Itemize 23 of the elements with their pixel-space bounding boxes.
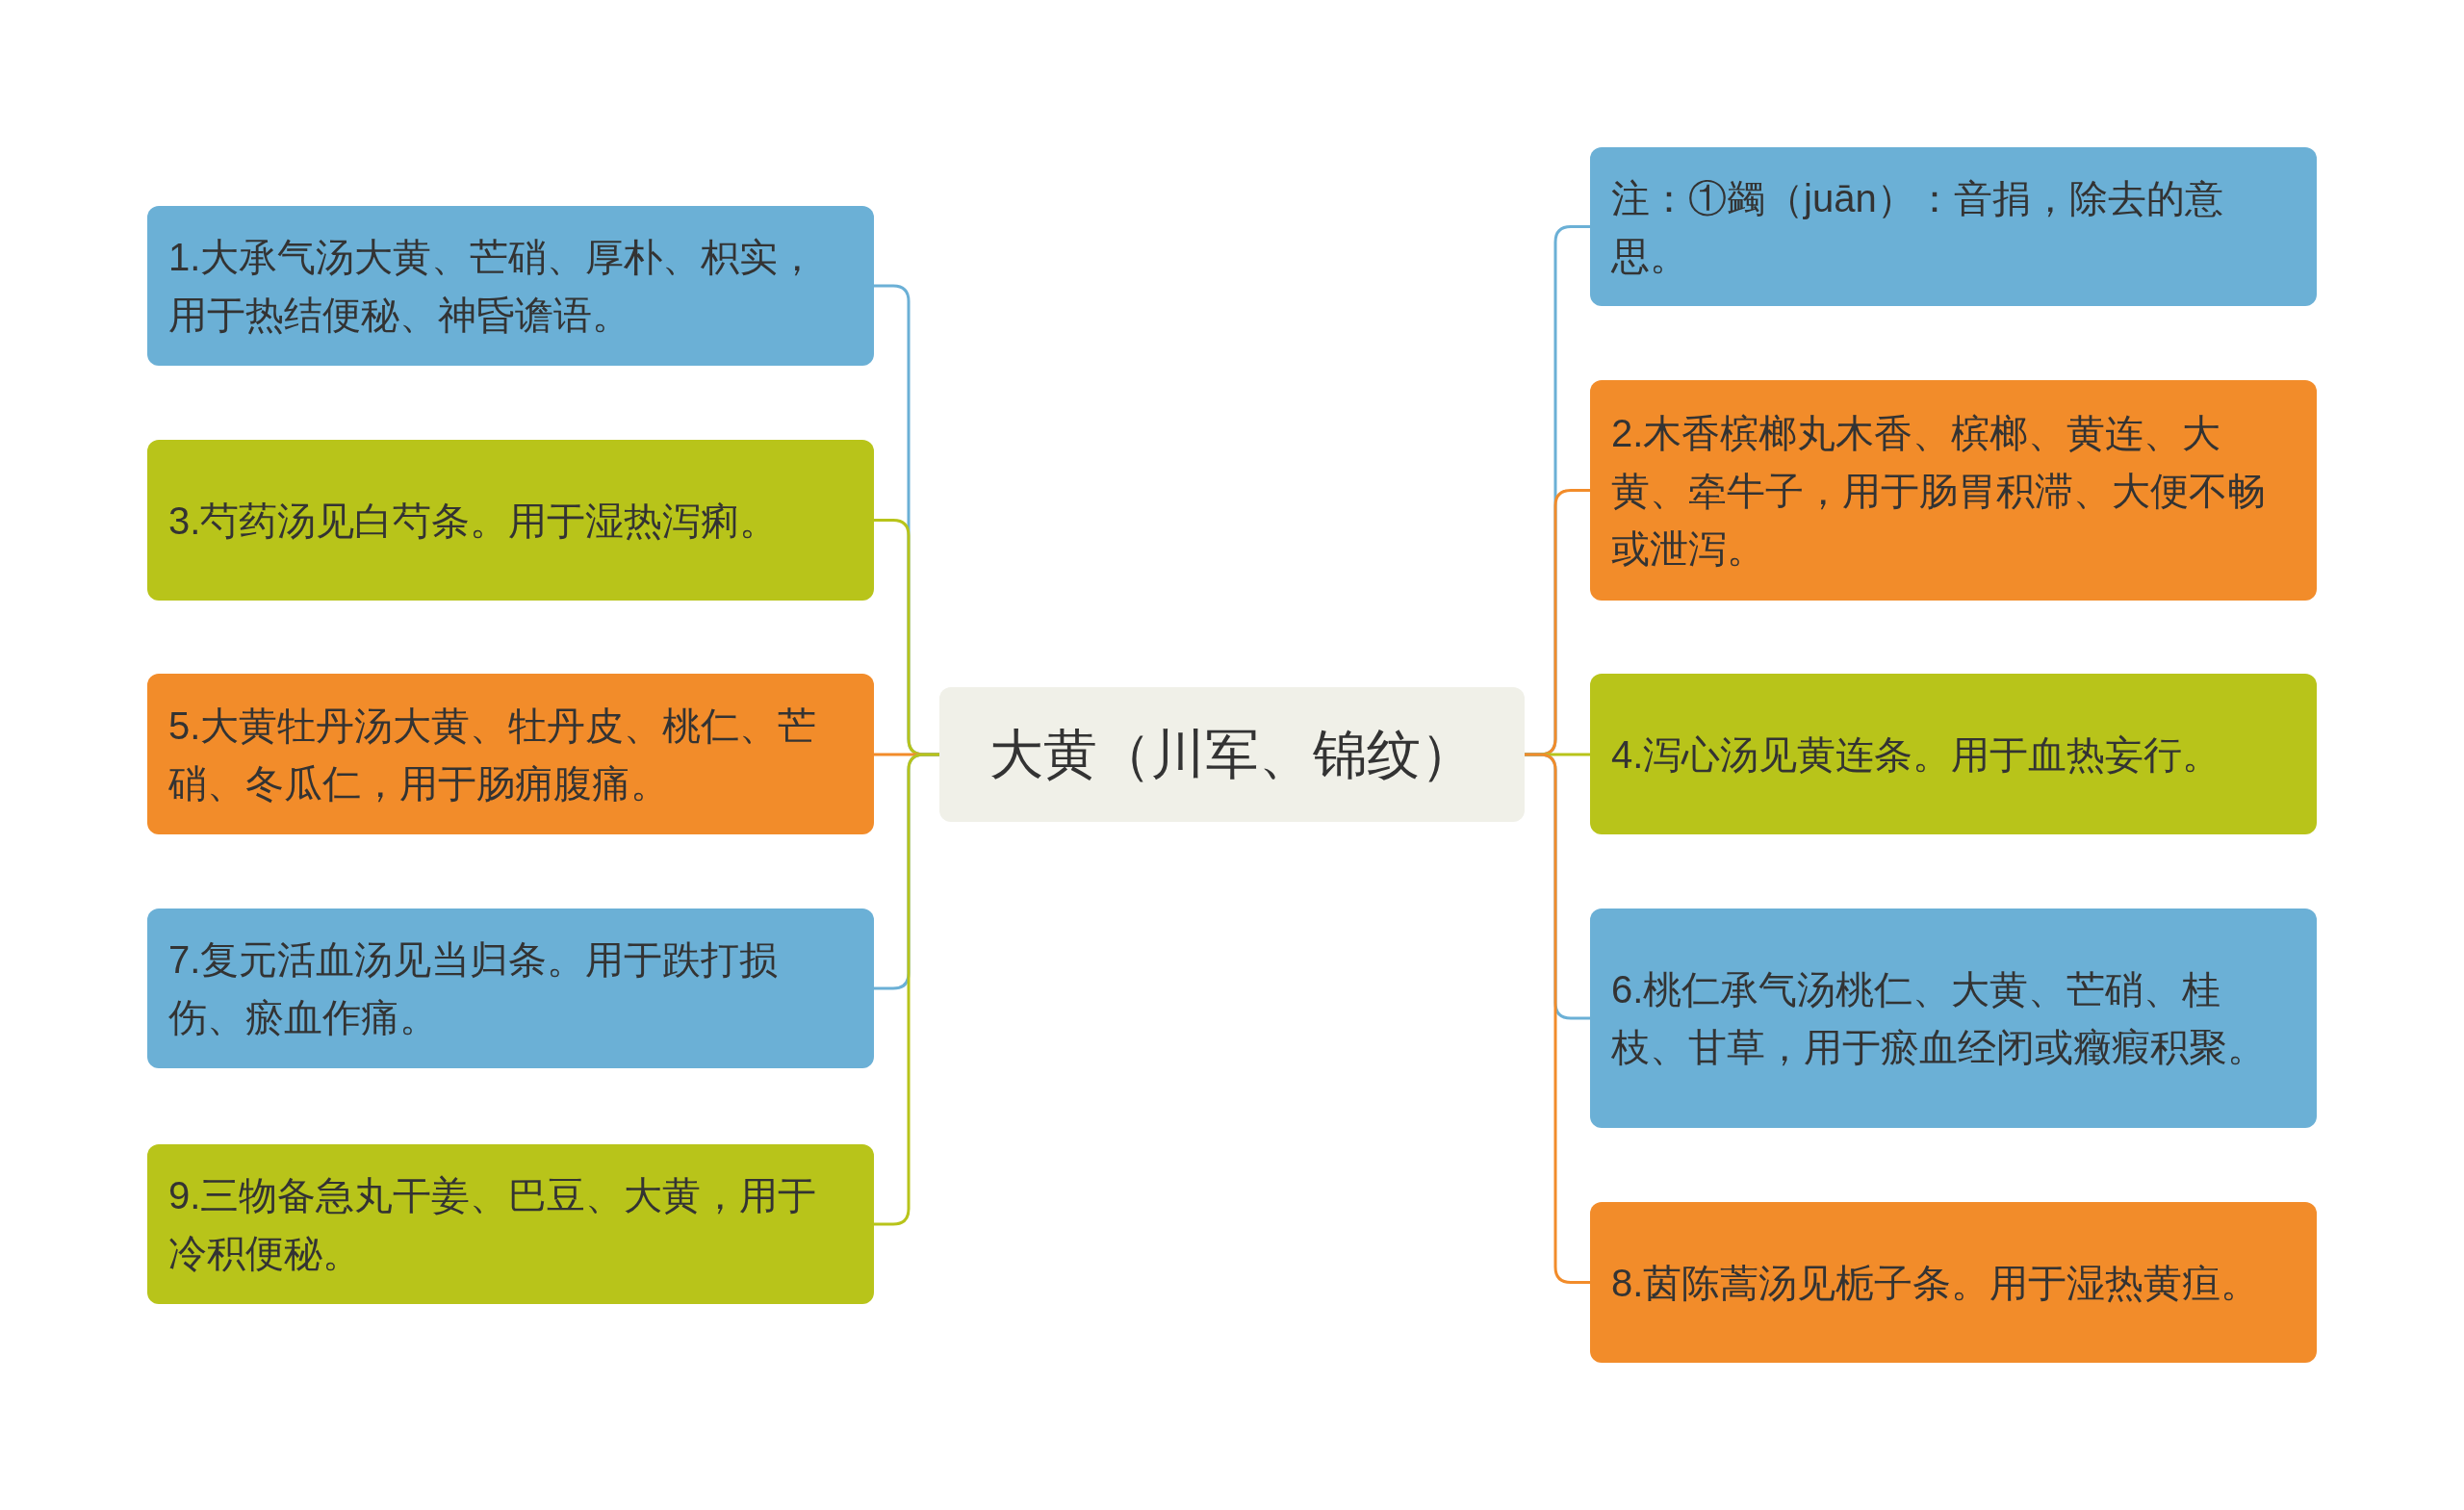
- topic-text: 5.大黄牡丹汤大黄、牡丹皮、桃仁、芒硝、冬瓜仁，用于肠痈腹痛。: [168, 703, 818, 806]
- topic-text: 1.大承气汤大黄、芒硝、厚朴、枳实，用于热结便秘、神昏谵语。: [168, 235, 818, 338]
- topic-text: 2.木香槟榔丸木香、槟榔、黄连、大黄、牵牛子，用于肠胃积滞、大便不畅或泄泻。: [1611, 410, 2267, 572]
- topic-title: 大黄（川军、锦纹）: [989, 723, 1475, 786]
- topic-text: 6.桃仁承气汤桃仁、大黄、芒硝、桂枝、甘草，用于瘀血经闭或癥瘕积聚。: [1611, 967, 2267, 1070]
- topic-text: 注：①蠲（juān）：音捐，除去的意思。: [1611, 175, 2224, 279]
- topic-box: [147, 909, 874, 1068]
- topic-box: [1590, 147, 2317, 306]
- topic-box: [147, 674, 874, 834]
- topic-text: 9.三物备急丸干姜、巴豆、大黄，用于冷积便秘。: [168, 1173, 818, 1276]
- topic-text: 8.茵陈蒿汤见栀子条。用于湿热黄疸。: [1611, 1260, 2260, 1306]
- topic-text: 7.复元活血汤见当归条。用于跌打损伤、瘀血作痛。: [168, 937, 780, 1040]
- topic-text: 3.芍药汤见白芍条。用于湿热泻痢。: [168, 498, 779, 544]
- topic-box: [147, 206, 874, 366]
- topic-box: [147, 1144, 874, 1304]
- topic-box: [1590, 909, 2317, 1128]
- topic-box: [1590, 1202, 2317, 1363]
- topic-text: 4.泻心汤见黄连条。用于血热妄行。: [1611, 731, 2221, 778]
- central-topic: [939, 687, 1525, 822]
- topic-box: [1590, 380, 2317, 601]
- topic-box: [1590, 674, 2317, 834]
- connector-line: [1525, 753, 1590, 1284]
- topic-box: [147, 440, 874, 601]
